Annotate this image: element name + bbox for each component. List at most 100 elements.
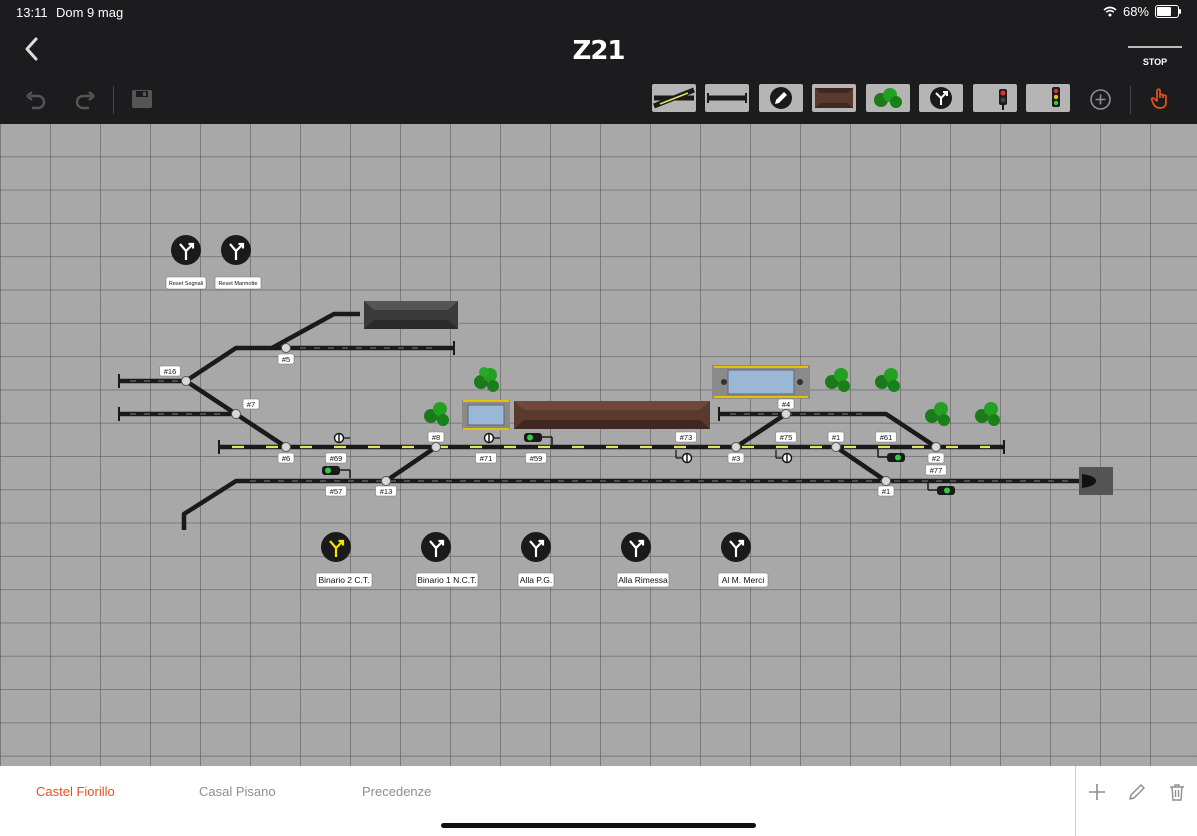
crossing-track-tool[interactable]	[652, 84, 696, 112]
route-alla-rimessa[interactable]	[621, 532, 651, 562]
track-siding-right[interactable]	[720, 411, 938, 449]
tunnel-portal[interactable]	[1079, 467, 1113, 495]
route-label[interactable]: Reset Marmotte	[214, 276, 262, 290]
track-label-text: #57	[330, 487, 343, 496]
redo-icon[interactable]	[73, 90, 97, 110]
switch-point-3[interactable]	[731, 442, 741, 452]
signal-2-aspect-icon	[999, 89, 1007, 110]
tree	[975, 402, 1000, 426]
switch-point-1a[interactable]	[831, 442, 841, 452]
track-label: #77	[925, 464, 947, 476]
building-tool[interactable]	[812, 84, 856, 112]
track-layout[interactable]: #16#5#7#6#69#8#57#13#71#59#73#3#4#75#1#6…	[0, 124, 1197, 766]
trash-icon[interactable]	[1167, 782, 1187, 802]
route-reset-marmotte[interactable]	[221, 235, 251, 265]
straight-track-tool[interactable]	[705, 84, 749, 112]
tree-tool[interactable]	[866, 84, 910, 112]
track-label: #75	[775, 431, 797, 443]
signal-59[interactable]	[524, 433, 553, 445]
platform-canopy-1[interactable]	[462, 400, 510, 430]
route-label[interactable]: Reset Segnali	[165, 276, 207, 290]
back-chevron-icon[interactable]	[18, 34, 46, 64]
track-label-text: #1	[882, 487, 890, 496]
bottom-divider	[1075, 766, 1076, 836]
uncoupler-71[interactable]	[483, 432, 501, 444]
switch-point-8[interactable]	[431, 442, 441, 452]
route-binario-1[interactable]	[421, 532, 451, 562]
track-label: #73	[675, 431, 697, 443]
track-highlights	[130, 347, 1070, 482]
track-crossover-3[interactable]	[734, 412, 788, 449]
stop-button[interactable]: STOP	[1128, 46, 1182, 67]
track-crossover-16[interactable]	[184, 379, 238, 416]
hand-pointer-icon[interactable]	[1149, 87, 1171, 111]
tab-precedenze[interactable]: Precedenze	[362, 784, 432, 799]
route-alla-pg[interactable]	[521, 532, 551, 562]
uncoupler-75[interactable]	[775, 450, 793, 464]
track-label-text: #77	[930, 466, 943, 475]
uncoupler-73[interactable]	[675, 450, 693, 464]
add-element-icon[interactable]	[1089, 88, 1112, 111]
switch-point-6[interactable]	[281, 442, 291, 452]
track-siding-2[interactable]	[120, 411, 288, 449]
add-page-icon[interactable]	[1087, 782, 1107, 802]
undo-icon[interactable]	[24, 90, 48, 110]
switch-point-5[interactable]	[281, 343, 291, 353]
switch-point-16[interactable]	[181, 376, 191, 386]
track-label-text: #13	[380, 487, 393, 496]
route-label[interactable]: Binario 1 N.C.T.	[415, 572, 479, 588]
uncouplers	[333, 432, 793, 464]
trees	[424, 367, 1000, 426]
switch-point-1b[interactable]	[881, 476, 891, 486]
route-al-merci[interactable]	[721, 532, 751, 562]
edit-page-icon[interactable]	[1127, 782, 1147, 802]
route-label[interactable]: Binario 2 C.T.	[315, 572, 373, 588]
switch-point-13[interactable]	[381, 476, 391, 486]
track-label-text: #61	[880, 433, 893, 442]
layout-canvas[interactable]: #16#5#7#6#69#8#57#13#71#59#73#3#4#75#1#6…	[0, 124, 1197, 766]
route-tool[interactable]	[919, 84, 963, 112]
track-label: #71	[475, 452, 497, 464]
track-label-text: #16	[164, 367, 177, 376]
save-icon[interactable]	[131, 89, 153, 109]
uncoupler-69[interactable]	[333, 432, 351, 444]
route-reset-segnali[interactable]	[171, 235, 201, 265]
track-crossover-13[interactable]	[384, 445, 438, 483]
station-building[interactable]	[514, 401, 710, 429]
crossing-track-icon	[653, 87, 695, 109]
track-label: #4	[777, 398, 795, 410]
signal-61[interactable]	[877, 449, 905, 462]
battery-percent: 68%	[1122, 4, 1149, 19]
track-label: #1	[827, 431, 845, 443]
platform-canopy-2[interactable]	[712, 365, 810, 399]
status-date: Dom 9 mag	[56, 5, 124, 20]
track-siding-spur[interactable]	[270, 311, 360, 350]
switch-point-4[interactable]	[781, 409, 791, 419]
route-label[interactable]: Alla Rimessa	[616, 572, 670, 588]
edit-tool[interactable]	[759, 84, 803, 112]
route-icons	[171, 235, 751, 562]
stop-label: STOP	[1142, 57, 1168, 67]
switch-point-7[interactable]	[231, 409, 241, 419]
signal-77[interactable]	[927, 483, 955, 495]
route-label[interactable]: Al M. Merci	[717, 572, 769, 588]
track-crossover-1[interactable]	[834, 445, 888, 483]
tab-castel-fiorillo[interactable]: Castel Fiorillo	[36, 784, 115, 799]
building-icon	[815, 88, 853, 108]
home-indicator	[441, 823, 756, 828]
route-label[interactable]: Alla P.G.	[517, 572, 555, 588]
tree	[424, 402, 449, 426]
tab-casal-pisano[interactable]: Casal Pisano	[199, 784, 276, 799]
route-label-text: Binario 1 N.C.T.	[417, 575, 477, 585]
signal-57[interactable]	[322, 466, 351, 478]
toolbar-divider-right	[1130, 86, 1131, 114]
warehouse-dark[interactable]	[364, 301, 458, 329]
signal-3-aspect-tool[interactable]	[1026, 84, 1070, 112]
signal-2-aspect-tool[interactable]	[973, 84, 1017, 112]
track-label: #8	[427, 431, 445, 443]
route-binario-2[interactable]	[321, 532, 351, 562]
switch-point-2[interactable]	[931, 442, 941, 452]
tree	[875, 368, 900, 392]
switch-points	[181, 343, 941, 486]
